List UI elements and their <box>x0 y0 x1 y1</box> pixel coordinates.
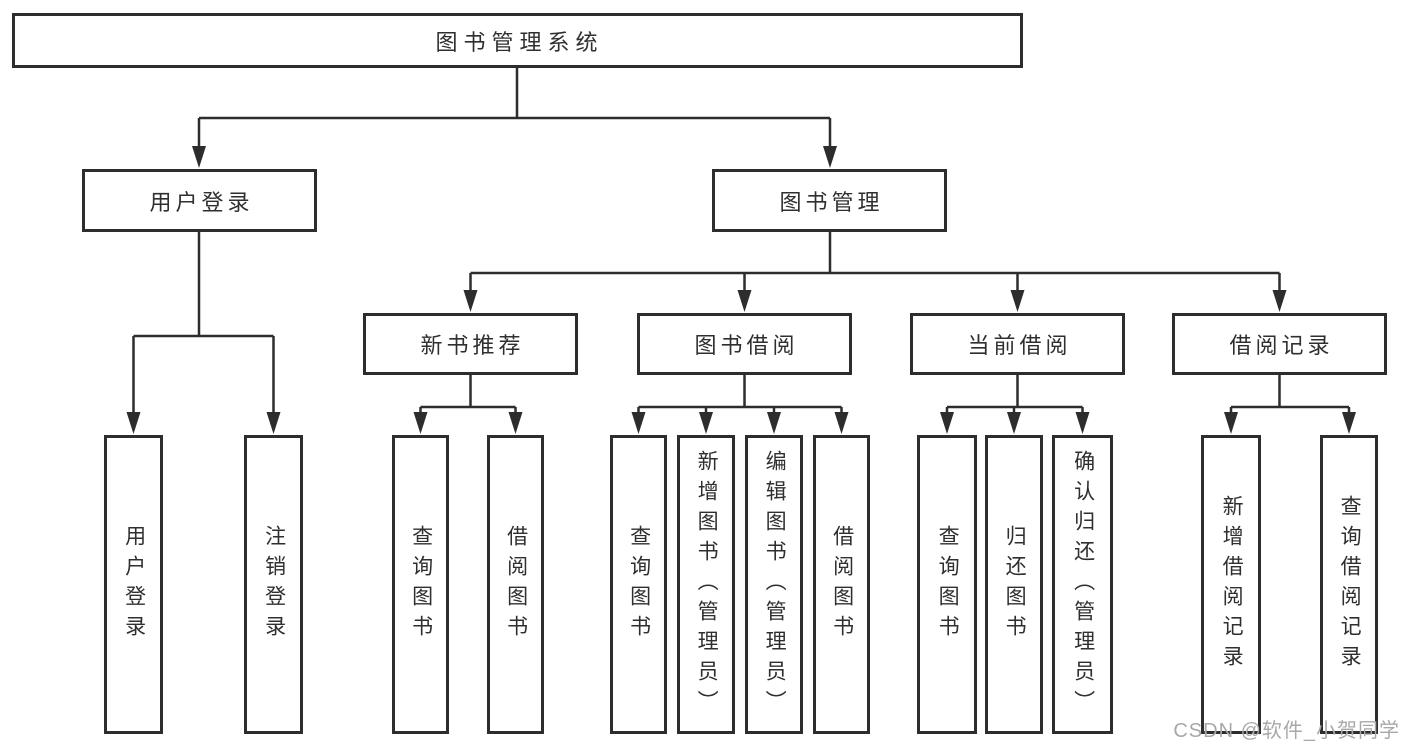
connector-current-borrow-children <box>945 375 1084 416</box>
node-label: 图书管理 <box>779 189 884 215</box>
arrow-down-icon <box>823 146 837 168</box>
arrow-down-icon <box>699 412 713 434</box>
node-label: 编辑图书（管理员） <box>763 449 787 720</box>
arrow-down-icon <box>1224 412 1238 434</box>
leaf-add-borrow-record: 新增借阅记录 <box>1201 435 1261 734</box>
arrow-down-icon <box>1007 412 1021 434</box>
connector-new-book-children <box>419 375 517 416</box>
node-label: 新书推荐 <box>420 333 525 358</box>
arrow-down-icon <box>126 412 141 434</box>
leaf-user-login: 用户登录 <box>104 435 163 734</box>
node-label: 查询图书 <box>936 524 960 645</box>
arrow-down-icon <box>631 412 646 434</box>
node-current-borrow: 当前借阅 <box>910 313 1125 375</box>
leaf-query-books: 查询图书 <box>392 435 449 734</box>
leaf-borrow-books: 借阅图书 <box>487 435 544 734</box>
connector-user-login-children <box>132 232 275 414</box>
node-label: 借阅图书 <box>830 524 854 645</box>
arrow-down-icon <box>737 290 752 312</box>
arrow-down-icon <box>1075 412 1090 434</box>
arrow-down-icon <box>413 412 428 434</box>
node-label: 借阅图书 <box>504 524 528 645</box>
node-label: 当前借阅 <box>967 333 1072 358</box>
leaf-confirm-return-admin: 确认归还（管理员） <box>1052 435 1113 734</box>
arrow-down-icon <box>463 290 478 312</box>
leaf-borrow-books: 借阅图书 <box>813 435 870 734</box>
node-label: 查询借阅记录 <box>1338 494 1362 675</box>
node-label: 注销登录 <box>262 524 286 645</box>
arrow-down-icon <box>1272 290 1287 312</box>
node-label: 用户登录 <box>122 524 146 645</box>
node-label: 新增借阅记录 <box>1220 494 1244 675</box>
node-book-borrow: 图书借阅 <box>637 313 852 375</box>
node-book-management: 图书管理 <box>712 169 947 232</box>
connector-root-to-level2 <box>197 68 832 150</box>
leaf-return-book: 归还图书 <box>985 435 1043 734</box>
watermark: CSDN @软件_小贺同学 <box>1173 720 1400 742</box>
node-user-login: 用户登录 <box>82 169 317 232</box>
arrow-down-icon <box>834 412 849 434</box>
leaf-query-borrow-record: 查询借阅记录 <box>1320 435 1378 734</box>
node-label: 新增图书（管理员） <box>695 449 719 720</box>
arrow-down-icon <box>508 412 523 434</box>
leaf-query-books: 查询图书 <box>610 435 667 734</box>
arrow-down-icon <box>1342 412 1356 434</box>
node-label: 图书管理系统 <box>435 29 604 55</box>
leaf-logout: 注销登录 <box>244 435 303 734</box>
arrow-down-icon <box>266 412 281 434</box>
node-borrow-record: 借阅记录 <box>1172 313 1387 375</box>
arrow-down-icon <box>192 146 206 168</box>
connector-book-mgmt-children <box>469 232 1281 294</box>
leaf-edit-book-admin: 编辑图书（管理员） <box>745 435 803 734</box>
node-label: 确认归还（管理员） <box>1071 449 1095 720</box>
node-label: 查询图书 <box>627 524 651 645</box>
leaf-add-book-admin: 新增图书（管理员） <box>677 435 735 734</box>
node-label: 用户登录 <box>149 189 254 215</box>
arrow-down-icon <box>940 412 954 434</box>
node-new-book-recommend: 新书推荐 <box>363 313 578 375</box>
connector-borrow-record-children <box>1229 375 1351 416</box>
leaf-query-books: 查询图书 <box>917 435 977 734</box>
connector-book-borrow-children <box>637 375 843 416</box>
node-label: 归还图书 <box>1003 524 1027 645</box>
arrow-down-icon <box>767 412 781 434</box>
node-label: 图书借阅 <box>694 333 799 358</box>
arrow-down-icon <box>1010 290 1025 312</box>
node-label: 查询图书 <box>409 524 433 645</box>
node-label: 借阅记录 <box>1229 333 1334 358</box>
node-library-system: 图书管理系统 <box>12 13 1023 68</box>
